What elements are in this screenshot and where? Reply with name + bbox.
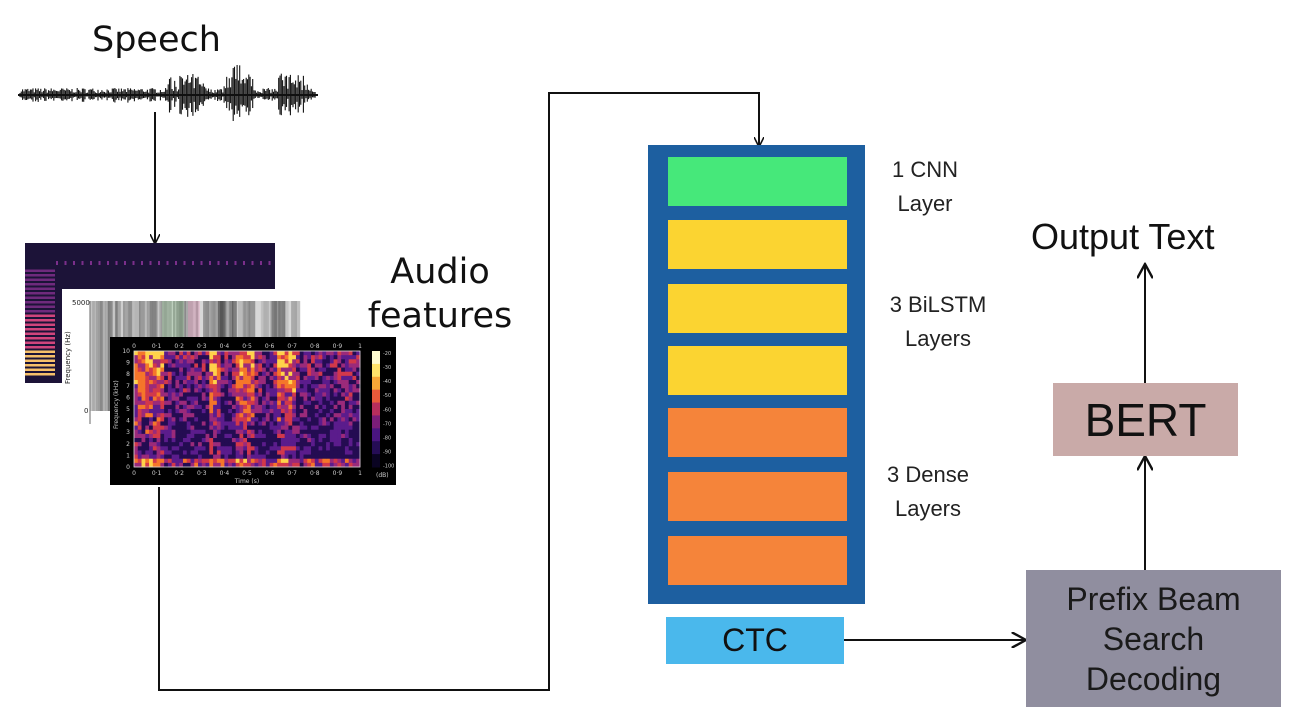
x-tick: 0·3	[197, 470, 207, 477]
audio-features-label: Audio features	[367, 252, 513, 336]
x-tick-top: 0·5	[242, 343, 252, 350]
colorbar-tick: -70	[383, 421, 391, 427]
colorbar-tick: -100	[383, 464, 394, 470]
x-tick: 0·1	[152, 470, 162, 477]
bilstm-layer-2	[668, 220, 847, 269]
bilstm-layers-label: 3 BiLSTM Layers	[889, 292, 987, 351]
y-tick: 6	[126, 394, 130, 401]
arrow-features-to-model	[158, 92, 759, 691]
x-tick-top: 0·3	[197, 343, 207, 350]
x-tick-top: 0·8	[310, 343, 320, 350]
colorbar-tick: -90	[383, 449, 391, 455]
bert-label: BERT	[1084, 393, 1207, 446]
x-tick-top: 0·2	[174, 343, 184, 350]
colorbar-tick: -30	[383, 365, 391, 371]
x-tick: 0	[132, 470, 136, 477]
y-tick: 2	[126, 441, 130, 448]
x-tick-top: 0·9	[333, 343, 343, 350]
dense-layer-7	[668, 536, 847, 585]
y-tick: 0	[126, 464, 130, 471]
y-tick: 8	[126, 371, 130, 378]
x-tick-top: 0·7	[287, 343, 297, 350]
x-tick-top: 0·1	[152, 343, 162, 350]
speech-label: Speech	[92, 20, 221, 60]
x-tick-top: 0·6	[265, 343, 275, 350]
bilstm-layer-3	[668, 284, 847, 333]
cnn-layer-1	[668, 157, 847, 206]
colorbar-tick: -50	[383, 393, 391, 399]
y-tick: 3	[126, 429, 130, 436]
colorbar-tick: -20	[383, 351, 391, 357]
x-axis-label: Time (s)	[234, 478, 259, 485]
ctc-box: CTC	[666, 617, 844, 664]
bilstm-layer-4	[668, 346, 847, 395]
x-tick-top: 0	[132, 343, 136, 350]
y-tick: 7	[126, 383, 130, 390]
colorbar-tick: -60	[383, 407, 391, 413]
colorbar-tick: -40	[383, 379, 391, 385]
decoder-box: Prefix Beam Search Decoding	[1026, 570, 1281, 707]
spectrogram-front: 000·10·10·20·20·30·30·40·40·50·50·60·60·…	[110, 337, 396, 485]
mid-ytick-bottom: 0	[84, 407, 88, 415]
y-tick: 5	[126, 406, 130, 413]
x-tick: 0·6	[265, 470, 275, 477]
x-tick-top: 0·4	[220, 343, 230, 350]
speech-waveform	[18, 64, 318, 121]
y-tick: 1	[126, 452, 130, 459]
y-tick: 10	[122, 348, 130, 355]
cnn-layer-label: 1 CNN Layer	[891, 157, 958, 216]
x-tick: 0·8	[310, 470, 320, 477]
dense-layers-label: 3 Dense Layers	[887, 462, 969, 521]
mid-ytick-top: 5000	[72, 299, 90, 307]
mid-ylabel: Frequency (Hz)	[64, 331, 72, 384]
x-tick: 1	[358, 470, 362, 477]
x-tick: 0·5	[242, 470, 252, 477]
y-axis-label: Frequency (kHz)	[113, 380, 120, 429]
x-tick: 0·2	[174, 470, 184, 477]
x-tick: 0·4	[220, 470, 230, 477]
colorbar-tick: -80	[383, 435, 391, 441]
colorbar-unit: (dB)	[376, 472, 389, 479]
x-tick-top: 1	[358, 343, 362, 350]
ctc-label: CTC	[722, 622, 788, 658]
y-tick: 4	[126, 418, 130, 425]
bert-box: BERT	[1053, 383, 1238, 456]
dense-layer-5	[668, 408, 847, 457]
decoder-label: Prefix Beam Search Decoding	[1066, 580, 1241, 697]
dense-layer-6	[668, 472, 847, 521]
output-text-label: Output Text	[1031, 216, 1215, 257]
x-tick: 0·7	[287, 470, 297, 477]
x-tick: 0·9	[333, 470, 343, 477]
y-tick: 9	[126, 360, 130, 367]
